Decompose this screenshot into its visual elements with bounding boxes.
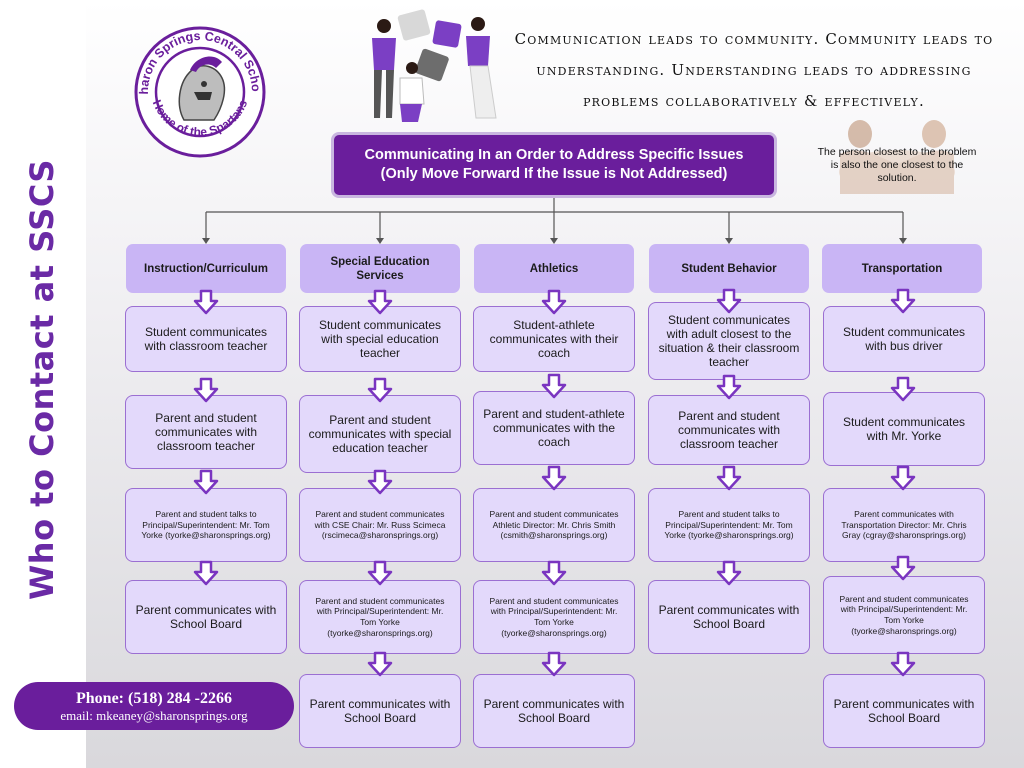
down-arrow-icon (541, 560, 567, 586)
step-box: Parent and student communicates with Pri… (299, 580, 461, 654)
step-box: Parent and student-athlete communicates … (473, 391, 635, 465)
down-arrow-icon (367, 560, 393, 586)
main-header-line2: (Only Move Forward If the Issue is Not A… (380, 166, 728, 182)
down-arrow-icon (716, 465, 742, 491)
down-arrow-icon (716, 288, 742, 314)
down-arrow-icon (890, 555, 916, 581)
contact-email: email: mkeaney@sharonsprings.org (60, 707, 248, 723)
down-arrow-icon (890, 651, 916, 677)
down-arrow-icon (193, 377, 219, 403)
down-arrow-icon (716, 560, 742, 586)
step-box: Parent and student communicates Athletic… (473, 488, 635, 562)
step-box: Student-athlete communicates with their … (473, 306, 635, 372)
step-box: Parent communicates with School Board (299, 674, 461, 748)
down-arrow-icon (541, 651, 567, 677)
down-arrow-icon (367, 651, 393, 677)
step-box: Parent and student communicates with spe… (299, 395, 461, 473)
column-header-special-education: Special Education Services (300, 244, 460, 293)
main-header-line1: Communicating In an Order to Address Spe… (364, 147, 744, 163)
step-box: Parent and student communicates with Pri… (473, 580, 635, 654)
down-arrow-icon (367, 289, 393, 315)
down-arrow-icon (541, 373, 567, 399)
down-arrow-icon (541, 465, 567, 491)
contact-phone: Phone: (518) 284 -2266 (76, 689, 232, 707)
step-box: Parent communicates with School Board (648, 580, 810, 654)
step-box: Parent and student communicates with cla… (648, 395, 810, 465)
step-box: Student communicates with Mr. Yorke (823, 392, 985, 466)
down-arrow-icon (367, 377, 393, 403)
step-box: Parent and student communicates with cla… (125, 395, 287, 469)
column-header-student-behavior: Student Behavior (649, 244, 809, 293)
down-arrow-icon (193, 289, 219, 315)
column-header-transportation: Transportation (822, 244, 982, 293)
down-arrow-icon (193, 469, 219, 495)
side-note: The person closest to the problem is als… (817, 146, 977, 184)
step-box: Student communicates with classroom teac… (125, 306, 287, 372)
step-box: Student communicates with bus driver (823, 306, 985, 372)
contact-info-box: Phone: (518) 284 -2266 email: mkeaney@sh… (14, 682, 294, 730)
main-header: Communicating In an Order to Address Spe… (331, 132, 777, 198)
step-box: Parent communicates with School Board (823, 674, 985, 748)
group-hands-illustration (839, 120, 955, 194)
column-header-athletics: Athletics (474, 244, 634, 293)
down-arrow-icon (367, 469, 393, 495)
down-arrow-icon (716, 374, 742, 400)
step-box: Parent communicates with School Board (473, 674, 635, 748)
step-box: Parent communicates with Transportation … (823, 488, 985, 562)
column-header-instruction: Instruction/Curriculum (126, 244, 286, 293)
puzzle-people-illustration (372, 9, 497, 122)
step-box: Parent and student talks to Principal/Su… (648, 488, 810, 562)
step-box: Parent communicates with School Board (125, 580, 287, 654)
step-box: Parent and student communicates with Pri… (823, 576, 985, 654)
step-box: Student communicates with special educat… (299, 306, 461, 372)
down-arrow-icon (193, 560, 219, 586)
down-arrow-icon (890, 376, 916, 402)
side-title: Who to Contact at SSCS (23, 159, 61, 600)
step-box: Parent and student talks to Principal/Su… (125, 488, 287, 562)
motto-quote: Communication leads to community. Commun… (514, 30, 994, 110)
down-arrow-icon (541, 289, 567, 315)
down-arrow-icon (890, 465, 916, 491)
step-box: Parent and student communicates with CSE… (299, 488, 461, 562)
down-arrow-icon (890, 288, 916, 314)
spartan-helmet-icon (178, 56, 226, 121)
